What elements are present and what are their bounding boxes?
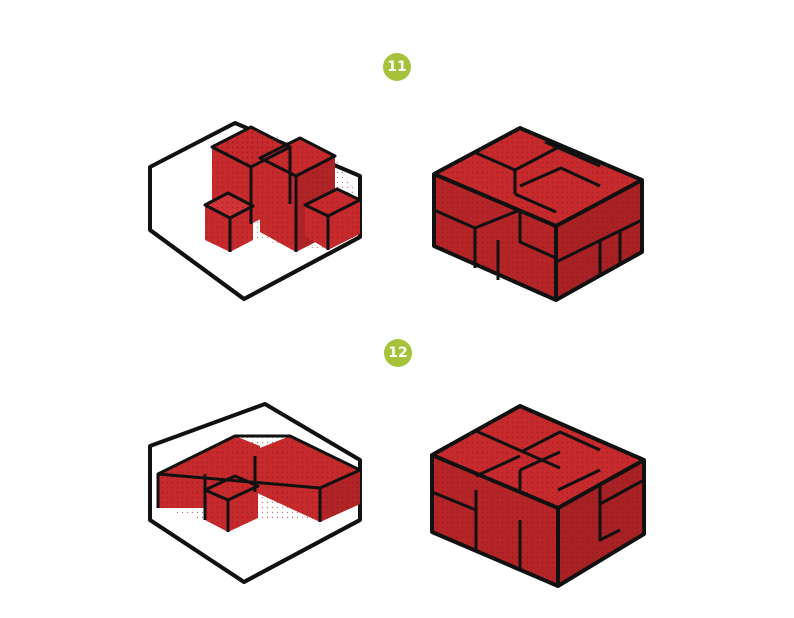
block-edges [203, 125, 362, 252]
box-edge [148, 446, 361, 584]
cube-texture [205, 127, 360, 252]
puzzle-number-badge-11: 11 [383, 53, 411, 81]
box-edge [243, 235, 361, 301]
box-edge [148, 228, 246, 301]
piece-divisions [433, 140, 643, 280]
puzzle-number-badge-12: 12 [384, 339, 412, 367]
puzzle-number: 12 [388, 345, 408, 361]
cube-texture [434, 128, 642, 300]
puzzle-11-partial-assembly [148, 121, 362, 301]
piece-divisions [431, 429, 645, 568]
puzzle-11-complete-cube [432, 126, 644, 302]
cube-texture [432, 406, 644, 586]
puzzle-12-partial-assembly [148, 402, 362, 584]
puzzle-number: 11 [387, 59, 407, 75]
puzzle-12-complete-cube [430, 404, 646, 588]
block-edges [156, 434, 362, 532]
cube-outline [430, 404, 646, 588]
